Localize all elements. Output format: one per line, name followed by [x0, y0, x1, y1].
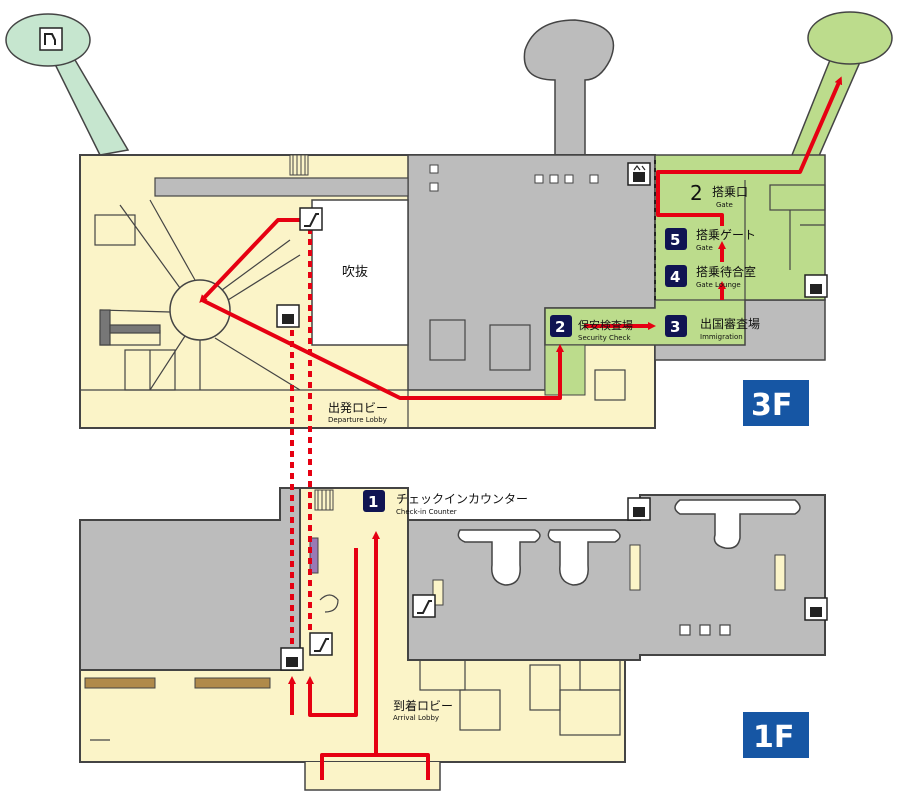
green-gate-area	[544, 154, 826, 346]
vertical-links	[290, 228, 312, 660]
elevator-icon	[280, 647, 304, 671]
elevator-icon	[627, 162, 651, 186]
rooms-3f	[80, 214, 626, 428]
step-1-label: チェックインカウンター	[396, 492, 528, 506]
atrium-label: 吹抜	[342, 264, 368, 280]
step-5-number: 5	[670, 231, 680, 249]
entrance	[304, 762, 441, 791]
boarding-bridge-icon	[39, 27, 63, 51]
atrium	[311, 199, 409, 346]
floor-badge-3f: 3F	[743, 380, 809, 426]
pier-center	[523, 19, 615, 161]
gray-block-1f-left	[79, 487, 301, 671]
gate-label: 搭乗口	[712, 185, 748, 199]
route-to-bridge	[656, 76, 843, 226]
step-4-label-en: Gate Lounge	[696, 281, 741, 289]
elevator-icon	[276, 304, 300, 328]
elevator-icon	[627, 497, 651, 521]
rooms-1f	[90, 594, 731, 741]
step-1-label-en: Check-in Counter	[396, 508, 457, 516]
escalator-icon	[309, 632, 333, 656]
hub-spokes	[99, 199, 301, 391]
elevator-icon	[804, 274, 828, 298]
step-1-number: 1	[368, 493, 378, 511]
stair-strip-1f	[314, 489, 786, 606]
step-2: 2 保安検査場 Security Check	[550, 315, 633, 342]
escalator-icon	[412, 594, 436, 618]
step-2-label-en: Security Check	[578, 334, 631, 342]
step-5-label-en: Gate	[696, 244, 713, 252]
arrival-lobby-label: 到着ロビー	[393, 698, 453, 713]
step-5: 5 搭乗ゲート Gate	[665, 228, 756, 252]
step-4-number: 4	[670, 268, 680, 286]
departure-lobby-label: 出発ロビー	[328, 401, 388, 415]
step-4-label: 搭乗待合室	[696, 264, 756, 279]
purple-pillar	[309, 537, 319, 574]
gate-number: 2	[690, 181, 703, 205]
boarding-bridge-right-head	[807, 11, 893, 65]
small-squares-3f	[429, 164, 599, 192]
floor-1f-label: 1F	[753, 720, 794, 755]
step-2-number: 2	[555, 318, 565, 336]
floor-badge-1f: 1F	[743, 712, 809, 758]
step-3-label-en: Immigration	[700, 333, 743, 341]
corridor-3f	[154, 177, 409, 197]
escalator-icon	[299, 207, 323, 231]
green-corridor	[544, 344, 586, 396]
step-1: 1 チェックインカウンター Check-in Counter	[363, 490, 528, 516]
counter-left-b	[194, 677, 271, 689]
step-3-label: 出国審査場	[700, 316, 760, 331]
baggage-carousels	[457, 499, 801, 586]
step-2-label: 保安検査場	[578, 318, 633, 332]
elevator-icon	[804, 597, 828, 621]
floor-3f	[5, 11, 893, 429]
floor-3f-label: 3F	[751, 388, 792, 423]
floor-1f	[79, 487, 826, 791]
gate-label-en: Gate	[716, 201, 733, 209]
step-4: 4 搭乗待合室 Gate Lounge	[665, 264, 756, 289]
arrival-lobby-en: Arrival Lobby	[393, 714, 439, 722]
route-checkin-to-elevator	[306, 548, 358, 717]
stair-strip	[289, 154, 309, 176]
step-3: 3 出国審査場 Immigration	[665, 315, 760, 341]
counter-left-a	[84, 677, 156, 689]
departure-lobby-en: Departure Lobby	[328, 416, 387, 424]
step-3-number: 3	[670, 318, 680, 336]
gray-block-1f-right	[407, 494, 826, 661]
step-5-label: 搭乗ゲート	[696, 228, 756, 242]
route-3f-to-security	[201, 298, 564, 400]
gate-rooms	[655, 180, 826, 301]
